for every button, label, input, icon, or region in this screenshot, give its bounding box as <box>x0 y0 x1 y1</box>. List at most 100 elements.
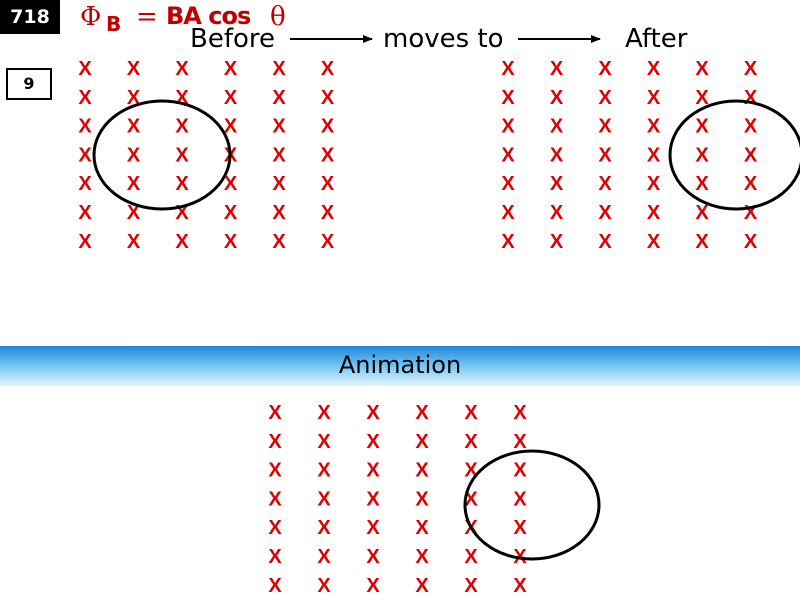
field-x-mark: X <box>695 116 709 138</box>
field-x-mark: X <box>598 231 612 253</box>
field-x-mark: X <box>366 546 380 568</box>
field-x-mark: X <box>647 144 661 166</box>
field-x-mark: X <box>744 116 758 138</box>
field-x-mark: X <box>647 87 661 109</box>
field-x-mark: X <box>598 58 612 80</box>
field-x-mark: X <box>501 116 515 138</box>
loop-animation <box>463 449 601 561</box>
field-x-mark: X <box>695 58 709 80</box>
field-x-mark: X <box>224 231 238 253</box>
field-x-mark: X <box>464 431 478 453</box>
caption-before: Before <box>190 24 276 54</box>
field-x-mark: X <box>321 58 335 80</box>
field-x-mark: X <box>744 173 758 195</box>
field-x-mark: X <box>415 431 429 453</box>
field-x-mark: X <box>272 202 286 224</box>
field-x-mark: X <box>550 144 564 166</box>
field-x-mark: X <box>513 460 527 482</box>
field-x-mark: X <box>127 58 141 80</box>
field-x-mark: X <box>501 173 515 195</box>
field-x-mark: X <box>317 575 331 597</box>
loop-after <box>668 99 800 211</box>
caption-after: After <box>625 24 688 54</box>
field-x-mark: X <box>415 546 429 568</box>
field-x-mark: X <box>224 173 238 195</box>
field-x-mark: X <box>501 87 515 109</box>
field-x-mark: X <box>513 488 527 510</box>
field-x-mark: X <box>317 546 331 568</box>
field-x-mark: X <box>550 202 564 224</box>
field-x-mark: X <box>272 116 286 138</box>
field-x-mark: X <box>513 402 527 424</box>
field-x-mark: X <box>550 116 564 138</box>
field-x-mark: X <box>224 202 238 224</box>
formula-phi: Φ <box>80 2 102 32</box>
loop-before <box>92 99 232 211</box>
field-x-mark: X <box>598 202 612 224</box>
field-x-mark: X <box>321 173 335 195</box>
field-x-mark: X <box>513 517 527 539</box>
field-x-mark: X <box>647 231 661 253</box>
caption-moves-to: moves to <box>383 24 504 54</box>
field-x-mark: X <box>78 231 92 253</box>
field-x-mark: X <box>695 173 709 195</box>
field-x-mark: X <box>321 202 335 224</box>
field-x-mark: X <box>268 431 282 453</box>
field-x-mark: X <box>647 202 661 224</box>
field-x-mark: X <box>175 116 189 138</box>
field-x-mark: X <box>78 144 92 166</box>
field-x-mark: X <box>695 144 709 166</box>
field-x-mark: X <box>598 87 612 109</box>
field-x-mark: X <box>550 231 564 253</box>
field-x-mark: X <box>272 144 286 166</box>
field-x-mark: X <box>501 231 515 253</box>
field-x-mark: X <box>272 173 286 195</box>
field-x-mark: X <box>598 116 612 138</box>
field-x-mark: X <box>501 58 515 80</box>
field-x-mark: X <box>695 202 709 224</box>
field-x-mark: X <box>647 58 661 80</box>
field-x-mark: X <box>744 144 758 166</box>
field-x-mark: X <box>415 488 429 510</box>
field-x-mark: X <box>550 87 564 109</box>
field-x-mark: X <box>415 575 429 597</box>
field-x-mark: X <box>321 116 335 138</box>
field-x-mark: X <box>464 402 478 424</box>
field-x-mark: X <box>366 575 380 597</box>
field-x-mark: X <box>415 517 429 539</box>
field-x-mark: X <box>272 231 286 253</box>
field-x-mark: X <box>321 87 335 109</box>
formula-equals: = <box>136 2 158 32</box>
field-x-mark: X <box>78 87 92 109</box>
field-x-mark: X <box>366 402 380 424</box>
field-x-mark: X <box>78 173 92 195</box>
field-x-mark: X <box>127 116 141 138</box>
animation-banner-label: Animation <box>338 351 462 379</box>
field-x-mark: X <box>268 517 282 539</box>
field-x-mark: X <box>366 431 380 453</box>
field-x-mark: X <box>127 202 141 224</box>
field-x-mark: X <box>268 488 282 510</box>
field-x-mark: X <box>647 116 661 138</box>
field-x-mark: X <box>598 144 612 166</box>
field-x-mark: X <box>127 231 141 253</box>
field-x-mark: X <box>78 116 92 138</box>
formula-theta: θ <box>270 2 286 32</box>
field-x-mark: X <box>598 173 612 195</box>
field-x-mark: X <box>78 58 92 80</box>
slide-number-badge: 718 <box>0 0 60 34</box>
field-x-mark: X <box>464 575 478 597</box>
field-x-mark: X <box>464 460 478 482</box>
field-x-mark: X <box>550 173 564 195</box>
field-x-mark: X <box>321 144 335 166</box>
field-x-mark: X <box>127 144 141 166</box>
field-x-mark: X <box>127 173 141 195</box>
field-x-mark: X <box>415 460 429 482</box>
field-x-mark: X <box>501 144 515 166</box>
field-x-mark: X <box>272 87 286 109</box>
field-x-mark: X <box>272 58 286 80</box>
